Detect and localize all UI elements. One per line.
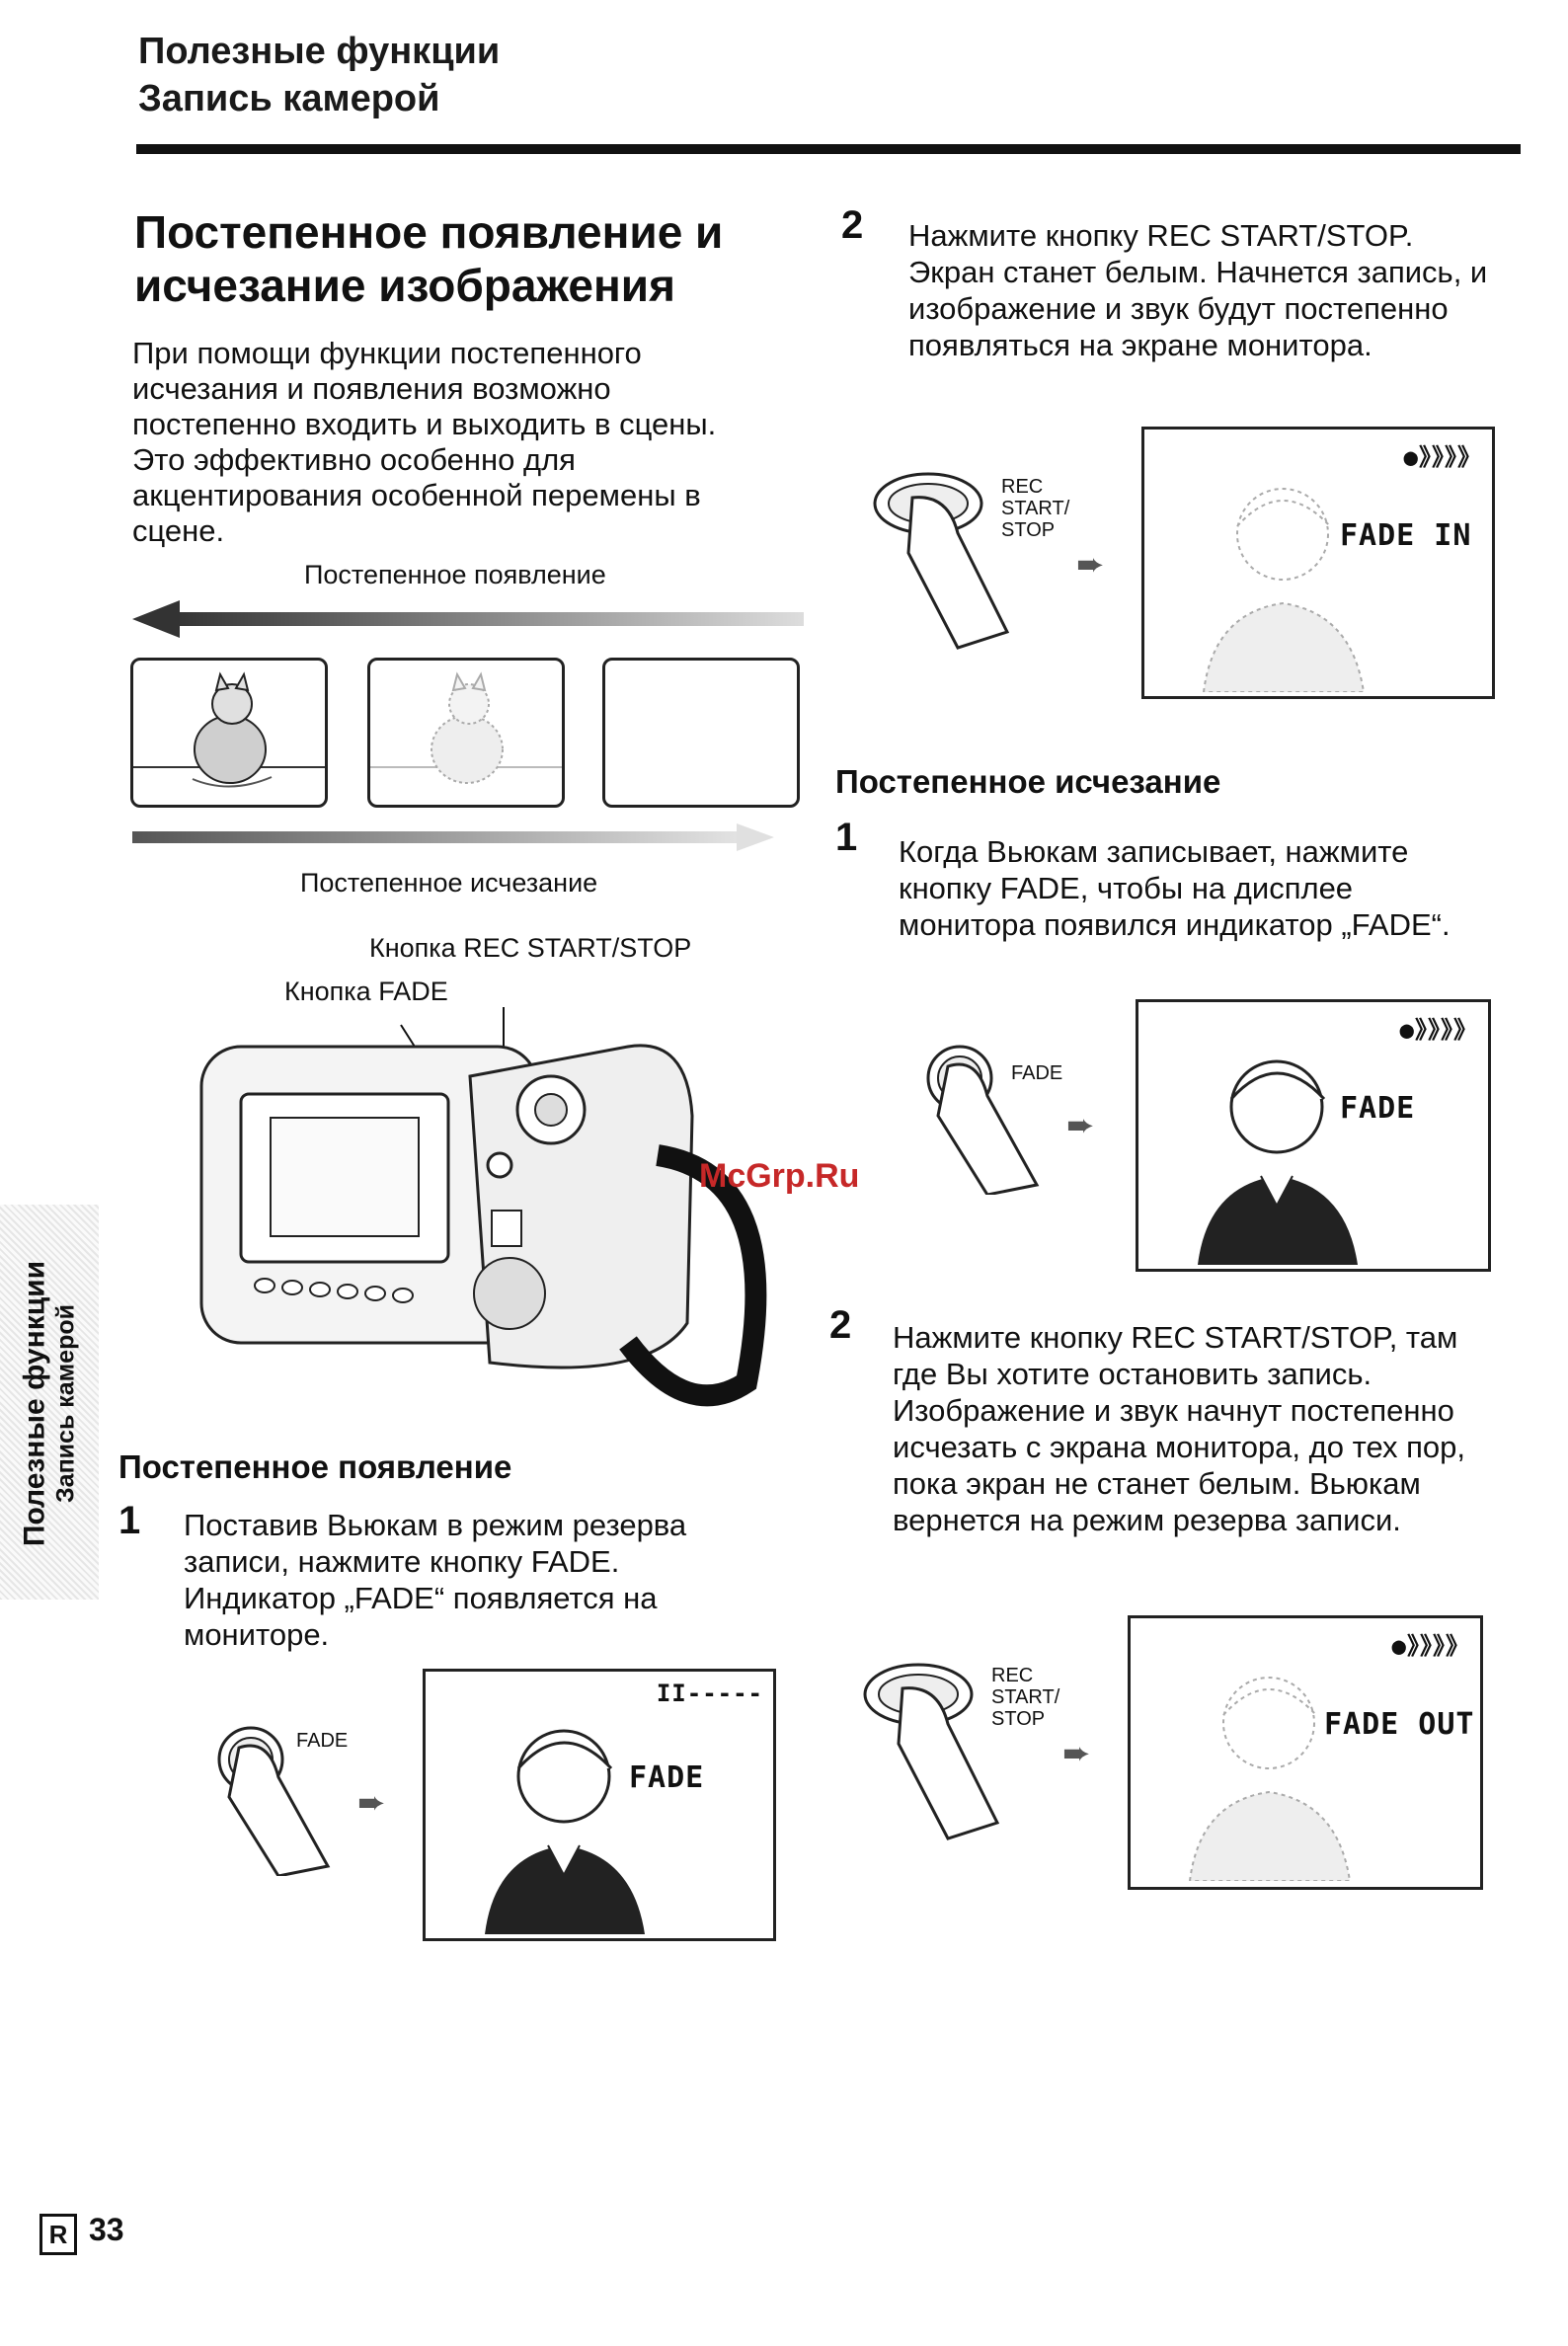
fade-button-callout: Кнопка FADE bbox=[284, 977, 448, 1006]
finger-press-fade-icon bbox=[926, 1045, 1040, 1195]
scene-frame-blank bbox=[602, 658, 800, 808]
fade-out-caption: Постепенное исчезание bbox=[300, 868, 598, 898]
arrow-right-icon: ➨ bbox=[357, 1784, 386, 1822]
fade-in-heading: Постепенное появление bbox=[118, 1448, 512, 1485]
rec-button-callout: Кнопка REC START/STOP bbox=[369, 933, 692, 963]
cat-image-faded bbox=[370, 671, 562, 784]
monitor-fade-standby: II----- FADE bbox=[423, 1669, 776, 1941]
osd-fade-indicator: FADE bbox=[1340, 1091, 1416, 1126]
cat-image-full bbox=[133, 671, 325, 788]
language-mark: R bbox=[39, 2214, 77, 2255]
intro-paragraph: При помощи функции постепенного исчезани… bbox=[132, 336, 717, 548]
page-number: 33 bbox=[89, 2212, 124, 2247]
fade-in-caption: Постепенное появление bbox=[304, 560, 606, 589]
header-rule bbox=[136, 144, 1521, 154]
watermark: McGrp.Ru bbox=[699, 1157, 860, 1195]
fade-in-step-1-number: 1 bbox=[118, 1499, 141, 1542]
fade-in-arrow bbox=[132, 600, 804, 638]
arrow-right-icon: ➨ bbox=[1062, 1735, 1091, 1772]
fade-out-step-1-number: 1 bbox=[835, 816, 858, 859]
osd-fade-in: FADE IN bbox=[1340, 518, 1472, 553]
finger-press-rec-icon bbox=[873, 472, 1010, 650]
osd-fade-out: FADE OUT bbox=[1324, 1707, 1475, 1742]
recording-status-icon: ●》》》》 bbox=[1391, 1632, 1470, 1660]
side-tab-line-2: Запись камерой bbox=[51, 1304, 80, 1503]
scene-frame-full bbox=[130, 658, 328, 808]
boy-portrait-faint bbox=[1188, 1677, 1352, 1881]
section-header: Полезные функции Запись камерой bbox=[138, 28, 500, 122]
standby-status-icon: II----- bbox=[656, 1680, 763, 1707]
boy-portrait-full bbox=[1198, 1059, 1358, 1265]
fade-in-step-1-text: Поставив Вьюкам в режим резерва записи, … bbox=[184, 1508, 687, 1652]
finger-press-fade-icon bbox=[217, 1726, 331, 1876]
fade-out-heading: Постепенное исчезание bbox=[835, 763, 1221, 800]
arrow-right-icon: ➨ bbox=[1076, 546, 1105, 584]
boy-portrait-full bbox=[485, 1729, 645, 1934]
finger-press-rec-icon bbox=[863, 1663, 1000, 1840]
fade-button-label: FADE bbox=[296, 1730, 349, 1752]
monitor-fade-out: ●》》》》 FADE OUT bbox=[1128, 1615, 1483, 1890]
scene-frame-half bbox=[367, 658, 565, 808]
fade-in-step-2-number: 2 bbox=[841, 203, 864, 247]
monitor-fade-recording: ●》》》》 FADE bbox=[1136, 999, 1491, 1272]
page-title: Постепенное появление и исчезание изобра… bbox=[134, 206, 724, 311]
boy-portrait-faint bbox=[1202, 488, 1366, 692]
side-tab-text: Полезные функции Запись камерой bbox=[19, 1236, 81, 1572]
recording-status-icon: ●》》》》 bbox=[1399, 1016, 1478, 1044]
rec-start-stop-label: REC START/ STOP bbox=[991, 1665, 1060, 1730]
rec-start-stop-label: REC START/ STOP bbox=[1001, 476, 1070, 541]
monitor-fade-in: ●》》》》 FADE IN bbox=[1141, 427, 1495, 699]
fade-out-step-1-text: Когда Вьюкам записывает, нажмите кнопку … bbox=[899, 834, 1450, 942]
side-tab-line-1: Полезные функции bbox=[18, 1260, 51, 1547]
recording-status-icon: ●》》》》 bbox=[1403, 443, 1482, 471]
fade-button-label: FADE bbox=[1011, 1062, 1063, 1084]
side-section-tab: Полезные функции Запись камерой bbox=[0, 1205, 99, 1600]
osd-fade-indicator: FADE bbox=[629, 1760, 705, 1795]
fade-out-arrow bbox=[132, 823, 774, 851]
fade-in-step-2-text: Нажмите кнопку REC START/STOP. Экран ста… bbox=[908, 218, 1488, 362]
fade-out-step-2-number: 2 bbox=[829, 1303, 852, 1347]
arrow-right-icon: ➨ bbox=[1066, 1107, 1095, 1144]
header-line-1: Полезные функции bbox=[138, 31, 501, 72]
fade-out-step-2-text: Нажмите кнопку REC START/STOP, там где В… bbox=[893, 1320, 1465, 1537]
camcorder-illustration bbox=[199, 1007, 767, 1407]
header-line-2: Запись камерой bbox=[138, 78, 440, 119]
